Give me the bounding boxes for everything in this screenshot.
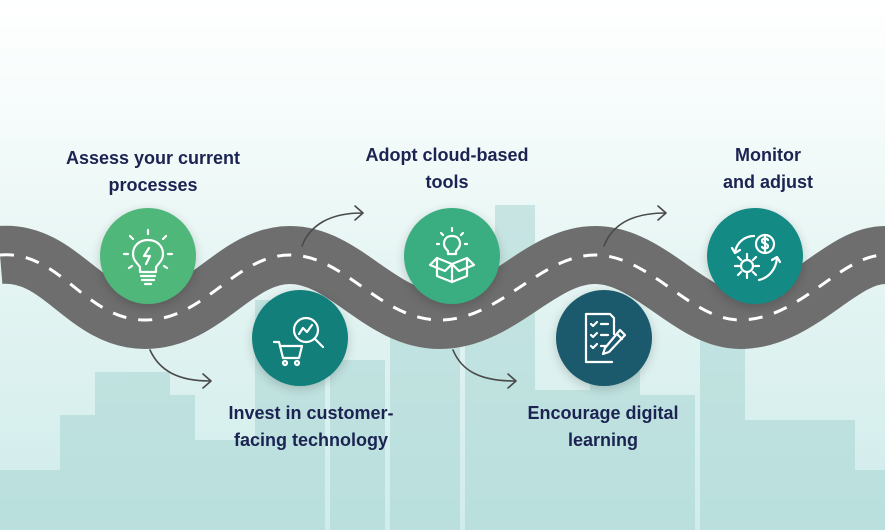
cart-analytics-icon: [272, 316, 325, 367]
step-5-label: Monitor and adjust: [648, 142, 885, 196]
open-box-idea-icon: [428, 226, 476, 284]
arrow-4: [603, 205, 667, 247]
arrow-2: [301, 205, 364, 247]
step-1-label-line1: Assess your current: [65, 148, 241, 168]
step-2-label: Invest in customer- facing technology: [191, 400, 431, 454]
lightbulb-icon: [122, 228, 174, 286]
checklist-pencil-icon: [584, 312, 627, 364]
step-5-label-line1: Monitor: [735, 145, 801, 165]
step-2-label-line2: facing technology: [233, 430, 388, 450]
step-1-label: Assess your current processes: [33, 145, 273, 199]
step-5-circle: [707, 208, 803, 304]
step-5-label-line2: and adjust: [722, 172, 813, 192]
step-3-label: Adopt cloud-based tools: [327, 142, 567, 196]
step-1-circle: [100, 208, 196, 304]
step-4-label-line2: learning: [567, 430, 638, 450]
step-3-label-line1: Adopt cloud-based: [365, 145, 529, 165]
arrow-1: [149, 349, 212, 389]
step-3-circle: [404, 208, 500, 304]
step-4-label-line1: Encourage digital: [527, 403, 679, 423]
step-2-circle: [252, 290, 348, 386]
step-4-label: Encourage digital learning: [483, 400, 723, 454]
arrow-3: [452, 349, 517, 389]
road-lane-dashes: [0, 253, 885, 322]
step-4-circle: [556, 290, 652, 386]
step-1-label-line2: processes: [108, 175, 198, 195]
step-2-label-line1: Invest in customer-: [228, 403, 394, 423]
step-3-label-line2: tools: [425, 172, 469, 192]
dollar-cycle-gear-icon: [730, 233, 782, 282]
